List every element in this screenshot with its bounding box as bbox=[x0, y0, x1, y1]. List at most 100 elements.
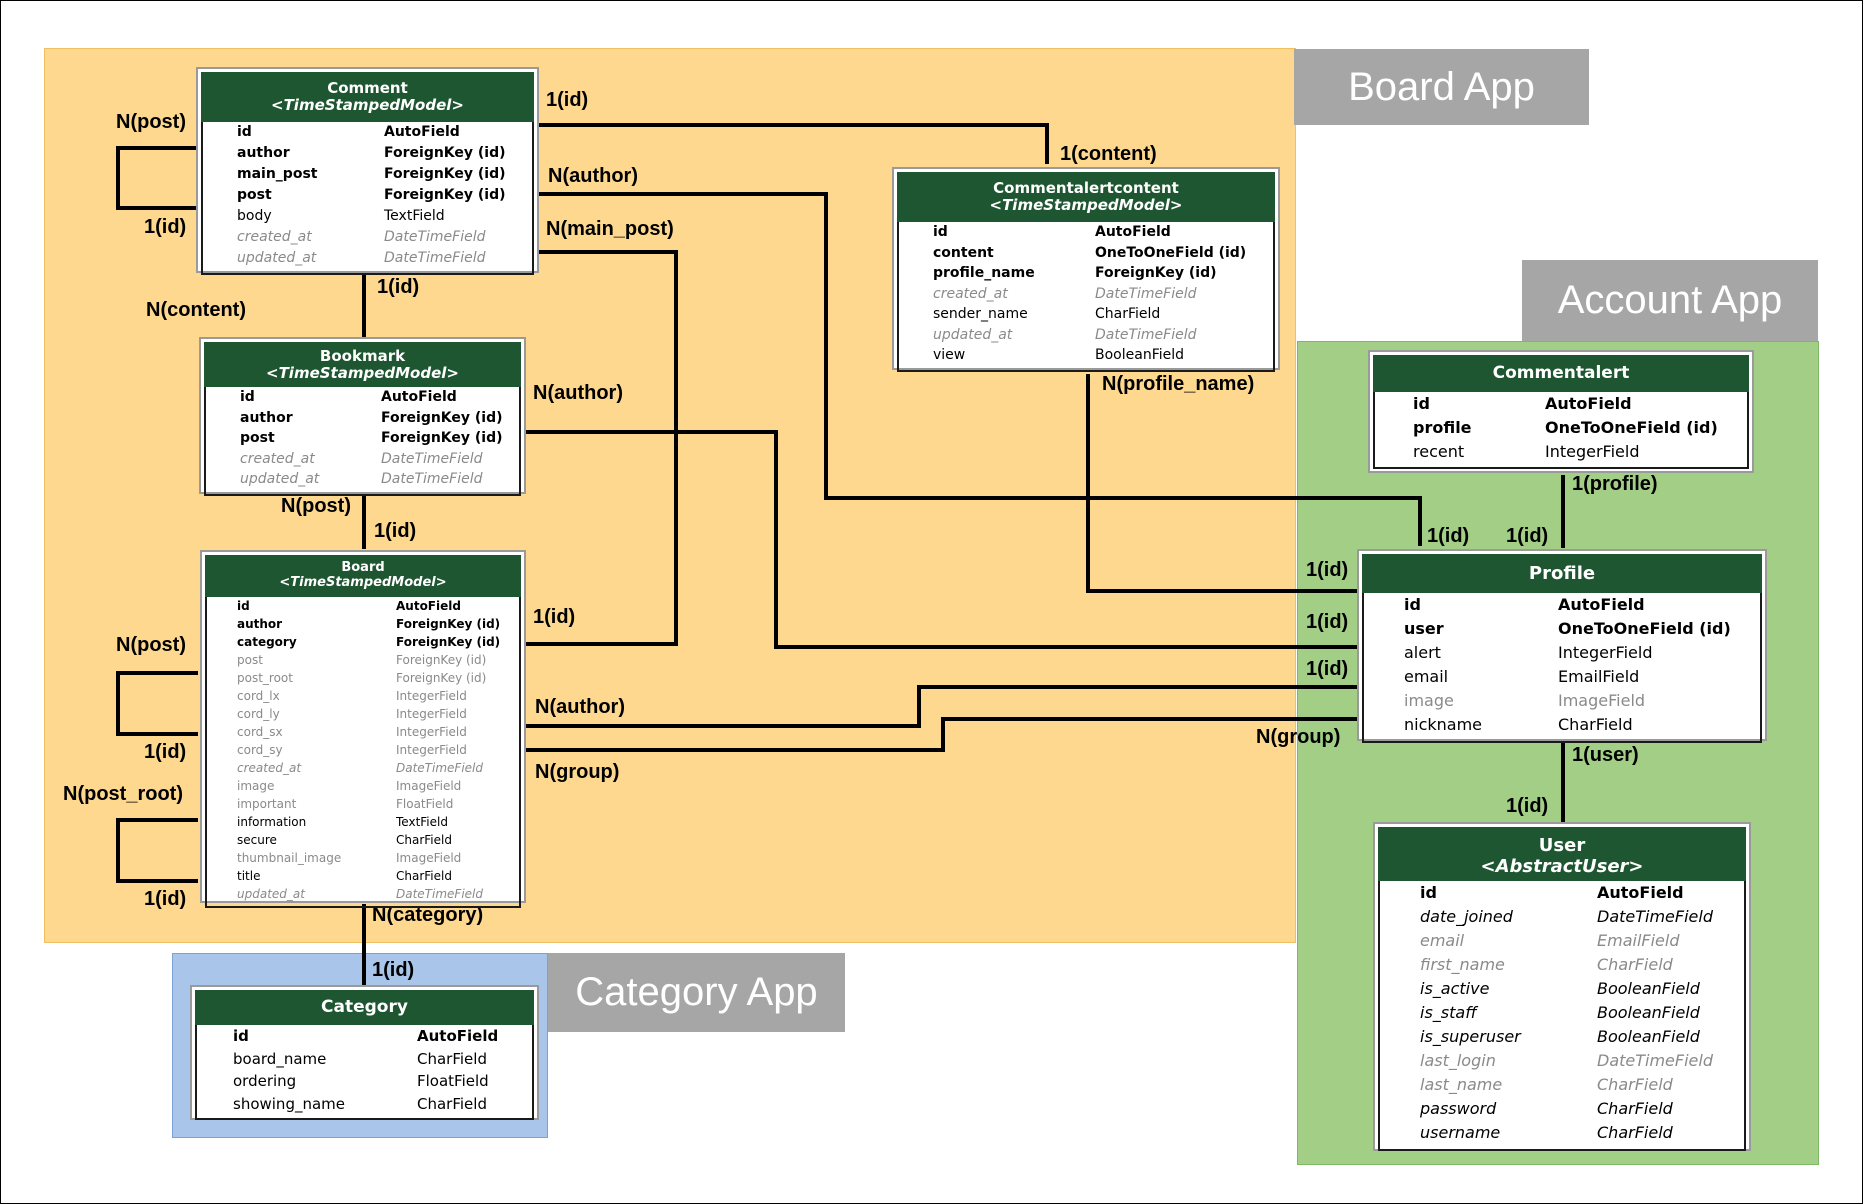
field-name: cord_ly bbox=[237, 707, 280, 721]
field-name: updated_at bbox=[237, 250, 317, 266]
field-type: IntegerField bbox=[1545, 442, 1640, 461]
field-name: category bbox=[237, 635, 297, 649]
field-name: recent bbox=[1413, 442, 1465, 461]
field-type: BooleanField bbox=[1597, 1003, 1700, 1022]
field-type: AutoField bbox=[396, 599, 461, 613]
field-type: ImageField bbox=[396, 779, 462, 793]
link-board-self-postroot bbox=[116, 818, 198, 883]
label-cac-content: 1(content) bbox=[1060, 143, 1157, 165]
table-commentalertcontent-subtitle: <TimeStampedModel> bbox=[989, 196, 1183, 215]
link-board-group-profile bbox=[526, 717, 1357, 752]
table-row: updated_at DateTimeField bbox=[237, 248, 532, 269]
field-name: id bbox=[237, 599, 250, 613]
label-profile-1id-b: 1(id) bbox=[1506, 525, 1549, 547]
label-board-category: N(category) bbox=[372, 904, 484, 926]
table-row: cord_sy IntegerField bbox=[237, 741, 519, 759]
label-board-1id-top: 1(id) bbox=[374, 520, 417, 542]
table-category-title: Category bbox=[321, 997, 408, 1017]
field-type: TextField bbox=[396, 815, 448, 829]
label-category-1id: 1(id) bbox=[372, 959, 415, 981]
field-type: IntegerField bbox=[396, 707, 467, 721]
label-user-1id: 1(id) bbox=[1506, 795, 1549, 817]
field-type: ForeignKey (id) bbox=[384, 145, 506, 161]
field-name: title bbox=[237, 869, 261, 883]
field-name: email bbox=[1420, 931, 1465, 950]
table-commentalertcontent-header: Commentalertcontent <TimeStampedModel> bbox=[897, 172, 1275, 222]
link-cac-profile bbox=[1086, 374, 1357, 593]
field-name: important bbox=[237, 797, 297, 811]
label-profile-1id-a: 1(id) bbox=[1427, 525, 1470, 547]
field-name: post bbox=[237, 653, 263, 667]
field-type: DateTimeField bbox=[384, 229, 486, 245]
label-bookmark-post: N(post) bbox=[281, 495, 351, 517]
field-name: id bbox=[237, 124, 252, 140]
field-name: user bbox=[1404, 619, 1444, 638]
field-type: IntegerField bbox=[396, 743, 467, 757]
field-name: author bbox=[237, 145, 290, 161]
field-type: CharField bbox=[1597, 1075, 1673, 1094]
table-row: recent IntegerField bbox=[1413, 440, 1747, 464]
table-profile-title: Profile bbox=[1528, 563, 1596, 584]
field-name: last_login bbox=[1420, 1051, 1496, 1070]
field-name: cord_sy bbox=[237, 743, 283, 757]
board-app-label: Board App bbox=[1294, 49, 1589, 125]
field-type: CharField bbox=[1558, 715, 1633, 734]
field-name: showing_name bbox=[233, 1094, 346, 1113]
field-name: is_staff bbox=[1420, 1003, 1477, 1022]
field-name: nickname bbox=[1404, 715, 1483, 734]
label-comment-bottom-1id: 1(id) bbox=[377, 276, 420, 298]
link-comment-mainpost-board bbox=[526, 250, 678, 646]
field-type: ForeignKey (id) bbox=[396, 635, 501, 649]
table-row: author ForeignKey (id) bbox=[237, 143, 532, 164]
field-type: DateTimeField bbox=[396, 761, 483, 775]
table-row: id AutoField bbox=[237, 597, 519, 615]
label-commentalert-profile: 1(profile) bbox=[1572, 473, 1658, 495]
table-board-subtitle: <TimeStampedModel> bbox=[279, 574, 447, 590]
label-board-self-post-1: 1(id) bbox=[144, 741, 187, 763]
table-comment-header: Comment <TimeStampedModel> bbox=[201, 72, 534, 122]
field-type: CharField bbox=[1597, 1123, 1673, 1142]
field-type: TextField bbox=[384, 208, 445, 224]
field-name: email bbox=[1404, 667, 1449, 686]
table-board-header: Board <TimeStampedModel> bbox=[205, 555, 521, 597]
field-name: updated_at bbox=[237, 887, 305, 901]
field-type: CharField bbox=[417, 1049, 487, 1068]
table-user-title: User bbox=[1538, 835, 1586, 856]
field-name: created_at bbox=[237, 761, 302, 775]
field-type: AutoField bbox=[1597, 883, 1684, 902]
field-type: DateTimeField bbox=[384, 250, 486, 266]
field-type: CharField bbox=[417, 1094, 487, 1113]
category-app-label: Category App bbox=[548, 953, 845, 1032]
field-type: AutoField bbox=[1545, 394, 1632, 413]
field-name: is_superuser bbox=[1420, 1027, 1521, 1046]
label-cac-profilename: N(profile_name) bbox=[1102, 373, 1255, 395]
table-comment: Comment <TimeStampedModel> id AutoField a… bbox=[196, 67, 539, 275]
field-name: board_name bbox=[233, 1049, 327, 1068]
label-comment-1id: 1(id) bbox=[546, 89, 589, 111]
field-type: CharField bbox=[396, 869, 452, 883]
field-name: secure bbox=[237, 833, 277, 847]
table-board-title: Board bbox=[341, 560, 385, 575]
field-name: profile_name bbox=[933, 265, 1035, 281]
field-name: date_joined bbox=[1420, 907, 1513, 926]
field-name: author bbox=[240, 409, 293, 426]
field-name: sender_name bbox=[933, 306, 1028, 322]
table-row: board_name CharField bbox=[233, 1048, 532, 1071]
field-type: IntegerField bbox=[1558, 643, 1653, 662]
field-type: AutoField bbox=[384, 124, 460, 140]
